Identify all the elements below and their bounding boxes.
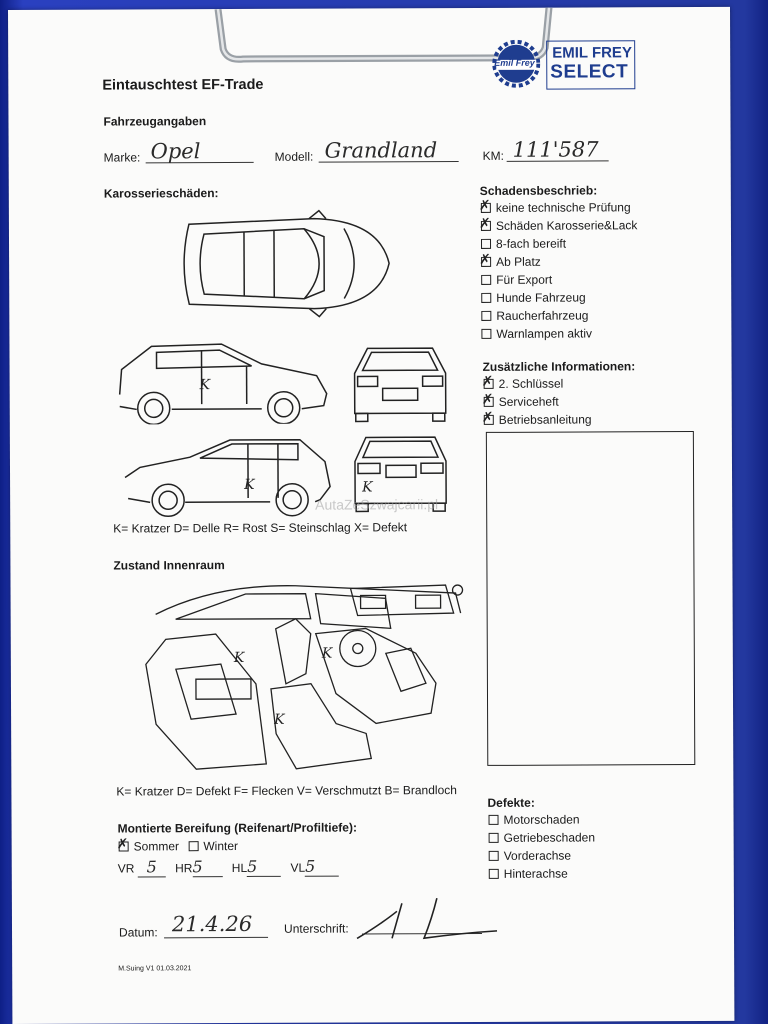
car-top-view-diagram [183,209,390,318]
checkbox[interactable] [488,850,499,861]
watermark-text: AutaZeSzwajcarii.pl [315,496,439,513]
hr-label: HR [175,861,193,876]
model-label: Modell: [274,149,314,164]
hr-value[interactable]: 5 [192,857,223,878]
checkbox[interactable] [481,238,492,249]
tire-type-row: Sommer Winter [118,839,239,854]
checkbox[interactable] [481,292,492,303]
list-item[interactable]: Schäden Karosserie&Lack [480,218,637,237]
svg-text:K: K [233,650,246,666]
vr-value[interactable]: 5 [137,857,166,878]
emil-frey-gear-logo-icon [492,39,541,88]
winter-label: Winter [203,839,239,854]
body-damage-legend: K= Kratzer D= Delle R= Rost S= Steinschl… [113,520,408,536]
brand-logo-name: EMIL FREY [552,44,632,62]
checkbox[interactable] [488,868,499,879]
km-value: 111'587 [512,137,599,162]
vehicle-section-title: Fahrzeugangaben [103,114,207,129]
list-item[interactable]: keine technische Prüfung [480,200,637,219]
list-item[interactable]: Betriebsanleitung [483,412,592,430]
defects-list: Motorschaden Getriebeschaden Vorderachse… [488,812,596,884]
vr-label: VR [117,861,135,876]
notes-box[interactable] [485,431,696,766]
winter-checkbox[interactable] [188,841,199,852]
hl-value[interactable]: 5 [247,856,282,877]
logo-small-text: Emil Frey [494,57,535,68]
damage-report-title: Schadensbeschrieb: [479,183,598,198]
checkbox-checked[interactable] [480,202,491,213]
additional-info-list: 2. Schlüssel Serviceheft Betriebsanleitu… [483,376,592,430]
make-label: Marke: [103,150,141,165]
checkbox[interactable] [481,274,492,285]
date-label: Datum: [118,925,158,940]
signature-label: Unterschrift: [283,921,349,936]
svg-text:K: K [273,712,286,728]
brand-logo-product: SELECT [550,61,629,83]
interior-legend: K= Kratzer D= Defekt F= Flecken V= Versc… [116,783,457,799]
form-version: M.Suing V1 01.03.2021 [118,965,192,973]
body-damage-title: Karosserieschäden: [103,186,219,201]
summer-checkbox[interactable] [118,841,129,852]
additional-info-title: Zusätzliche Informationen: [482,359,636,374]
date-value[interactable]: 21.4.26 [171,911,253,937]
car-side-view-left-diagram: K [118,343,328,425]
svg-text:K: K [361,479,374,495]
interior-title: Zustand Innenraum [113,558,225,573]
vl-value[interactable]: 5 [305,856,340,877]
list-item[interactable]: 8-fach bereift [481,236,637,255]
checkbox-checked[interactable] [483,378,494,389]
list-item[interactable]: Hinterachse [488,866,595,884]
list-item[interactable]: Vorderachse [488,848,595,866]
checkbox[interactable] [488,832,499,843]
checkbox-checked[interactable] [483,414,494,425]
checkbox-checked[interactable] [480,220,491,231]
list-item[interactable]: Serviceheft [483,394,592,412]
list-item[interactable]: Ab Platz [481,254,637,273]
tire-depth-row: VR 5 HR5 HL5 VL5 [117,856,340,878]
defects-title: Defekte: [487,795,535,810]
inspection-form-sheet: Emil Frey EMIL FREY SELECT Eintauschtest… [8,6,735,1024]
damage-report-list: keine technische Prüfung Schäden Karosse… [480,200,638,345]
checkbox[interactable] [481,328,492,339]
summer-label: Sommer [133,839,180,854]
car-front-view-diagram [353,347,447,423]
checkbox[interactable] [481,310,492,321]
clipboard-clip [214,7,553,63]
list-item[interactable]: Hunde Fahrzeug [481,290,637,309]
model-value: Grandland [324,138,438,163]
car-side-view-right-diagram: K [124,438,331,518]
km-label: KM: [482,148,505,163]
car-rear-view-diagram: K [354,436,447,513]
page-title: Eintauschtest EF-Trade [102,76,264,94]
list-item[interactable]: Motorschaden [488,812,595,830]
svg-text:K: K [321,646,334,662]
list-item[interactable]: 2. Schlüssel [483,376,592,394]
make-value: Opel [150,139,201,164]
checkbox-checked[interactable] [481,256,492,267]
list-item[interactable]: Raucherfahrzeug [481,308,637,327]
checkbox-checked[interactable] [483,396,494,407]
vl-label: VL [290,860,306,875]
signature-handwritten [356,897,498,940]
svg-text:K: K [199,377,212,393]
svg-text:K: K [243,477,256,493]
list-item[interactable]: Warnlampen aktiv [481,326,637,345]
checkbox[interactable] [488,814,499,825]
list-item[interactable]: Getriebeschaden [488,830,595,848]
list-item[interactable]: Für Export [481,272,637,291]
tires-title: Montierte Bereifung (Reifenart/Profiltie… [117,820,357,836]
car-interior-diagram: K K K [145,584,464,770]
hl-label: HL [231,860,248,876]
